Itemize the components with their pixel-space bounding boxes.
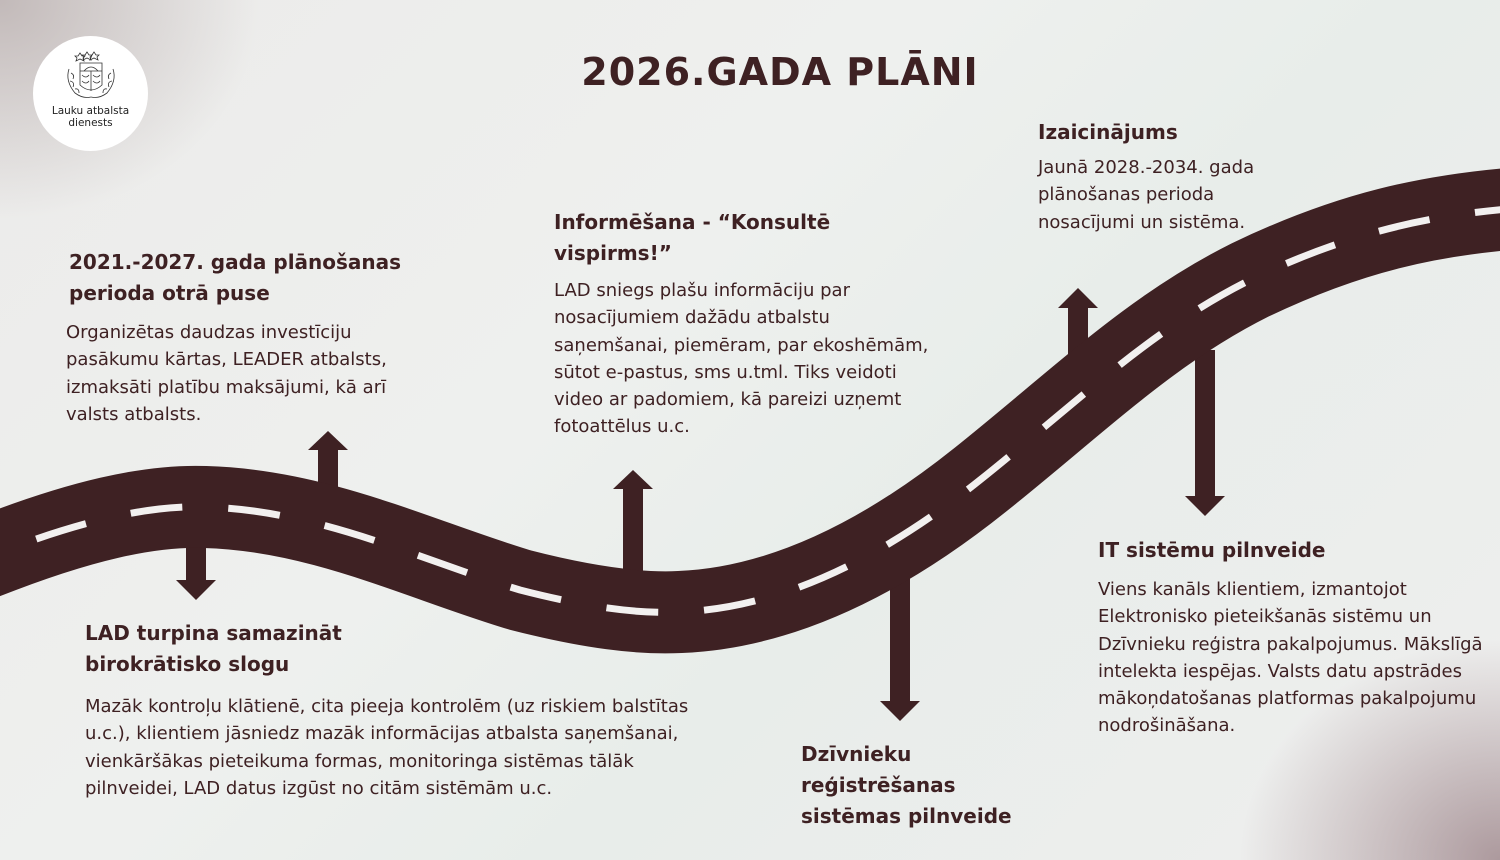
milestone-it-systems: IT sistēmu pilnveide Viens kanāls klient… (1098, 535, 1488, 740)
arrow-down-icon (1185, 350, 1225, 516)
logo-caption: Lauku atbalsta dienests (52, 105, 129, 129)
milestone-challenge: Izaicinājums Jaunā 2028.-2034. gada plān… (1038, 117, 1298, 236)
milestone-heading: IT sistēmu pilnveide (1098, 538, 1326, 562)
milestone-reduce-bureaucracy: LAD turpina samazināt birokrātisko slogu… (85, 618, 725, 802)
latvia-coat-of-arms-icon (66, 50, 115, 98)
milestone-period-second-half: 2021.-2027. gada plānošanas perioda otrā… (66, 247, 449, 428)
logo-caption-line1: Lauku atbalsta (51, 104, 130, 117)
page-title: 2026.GADA PLĀNI (581, 50, 979, 94)
milestone-heading: LAD turpina samazināt birokrātisko slogu (85, 621, 342, 676)
logo-caption-line2: dienests (68, 116, 113, 129)
milestone-body: Organizētas daudzas investīciju pasākumu… (66, 322, 387, 425)
milestone-heading: Informēšana - “Konsultē vispirms!” (554, 210, 831, 265)
arrow-down-icon (176, 540, 216, 600)
organization-logo: Lauku atbalsta dienests (33, 36, 148, 151)
milestone-body: Viens kanāls klientiem, izmantojot Elekt… (1098, 579, 1483, 737)
milestone-heading: Dzīvnieku reģistrēšanas sistēmas pilnvei… (801, 742, 1012, 828)
milestone-body: Jaunā 2028.-2034. gada plānošanas period… (1038, 157, 1255, 233)
milestone-body: Mazāk kontroļu klātienē, cita pieeja kon… (85, 696, 689, 799)
arrow-up-icon (613, 470, 653, 588)
road-center-line (0, 206, 1500, 616)
milestone-heading: Izaicinājums (1038, 120, 1178, 144)
milestone-heading: 2021.-2027. gada plānošanas perioda otrā… (69, 250, 402, 305)
milestone-informing: Informēšana - “Konsultē vispirms!” LAD s… (554, 207, 954, 441)
milestone-body: LAD sniegs plašu informāciju par nosacīj… (554, 280, 929, 438)
arrow-down-icon (880, 570, 920, 721)
milestone-animal-registration: Dzīvnieku reģistrēšanas sistēmas pilnvei… (801, 739, 1031, 832)
